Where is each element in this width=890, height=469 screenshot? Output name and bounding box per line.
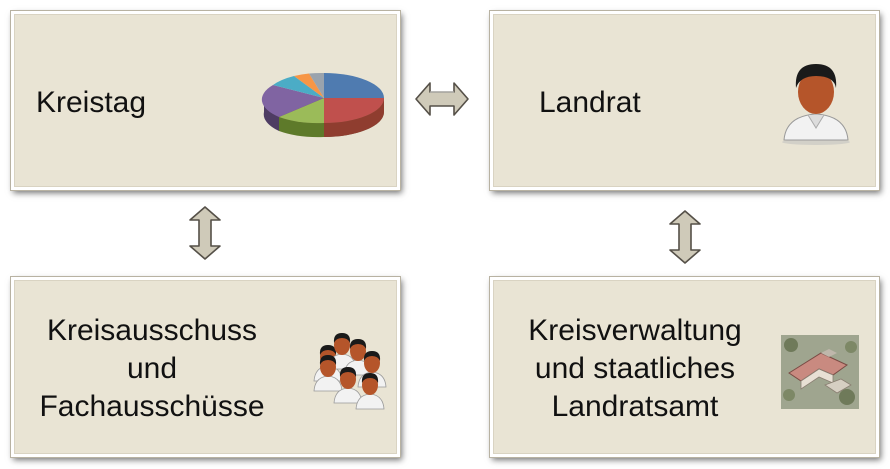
person-icon — [782, 64, 850, 145]
kreistag-box: Kreistag — [10, 10, 401, 191]
pie-chart-icon — [261, 72, 384, 138]
double-arrow-vertical-icon — [669, 210, 701, 264]
double-arrow-horizontal-icon — [415, 82, 469, 116]
kreisausschuss-line-3: Fachausschüsse — [39, 390, 265, 423]
kreistag-label: Kreistag — [36, 86, 147, 119]
group-of-people-icon — [313, 332, 387, 410]
kreisausschuss-label: Kreisausschuss und Fachausschüsse — [18, 312, 286, 426]
kreisverwaltung-box: Kreisverwaltung und staatliches Landrats… — [489, 276, 880, 458]
landrat-box: Landrat — [489, 10, 880, 191]
kreisausschuss-line-1: Kreisausschuss — [46, 314, 258, 347]
kreisausschuss-box: Kreisausschuss und Fachausschüsse — [10, 276, 401, 458]
kreisausschuss-line-2: und — [126, 352, 178, 385]
kreisverwaltung-line-1: Kreisverwaltung — [528, 314, 742, 347]
kreisverwaltung-label: Kreisverwaltung und staatliches Landrats… — [501, 312, 769, 426]
kreisverwaltung-line-3: Landratsamt — [551, 390, 719, 423]
landrat-label: Landrat — [539, 86, 641, 119]
kreisverwaltung-line-2: und staatliches — [534, 352, 736, 385]
building-aerial-photo-icon — [781, 335, 859, 409]
double-arrow-vertical-icon — [189, 206, 221, 260]
